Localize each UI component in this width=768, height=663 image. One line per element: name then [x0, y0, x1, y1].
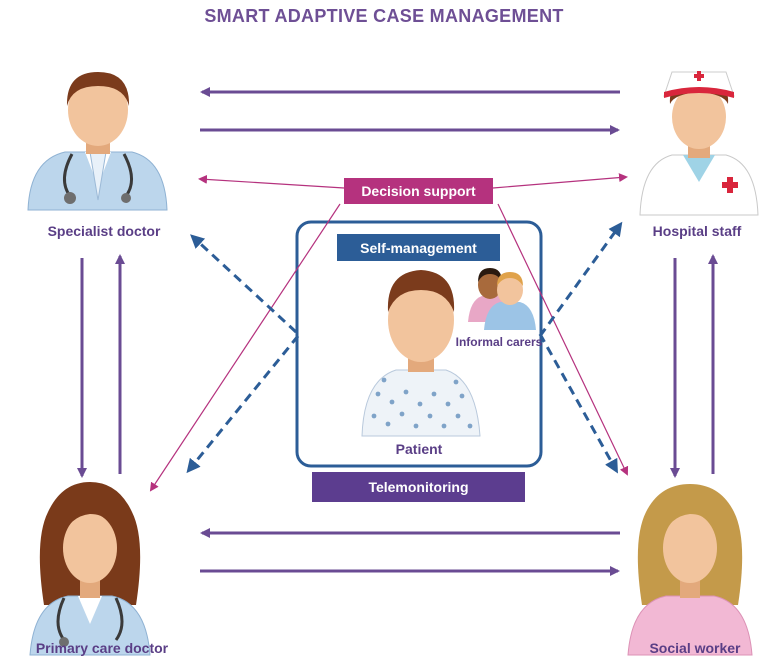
pink-arrow-to-social	[497, 203, 629, 476]
patient-label: Patient	[395, 441, 443, 457]
dashed-arrow-hospital	[538, 221, 623, 337]
label-social-worker: Social worker	[649, 640, 741, 656]
telemonitoring-label: Telemonitoring	[312, 472, 525, 502]
pink-arrow-to-primary	[149, 203, 341, 492]
informal-carers-label: Informal carers	[455, 335, 543, 349]
pink-arrow-to-hospital	[492, 173, 628, 189]
informal-carers-icon	[468, 268, 536, 330]
dashed-arrow-specialist	[190, 234, 298, 334]
decision-support-label: Decision support	[344, 178, 493, 204]
social-worker-icon	[627, 484, 753, 656]
patient-icon	[361, 270, 481, 437]
self-management-label: Self-management	[337, 234, 500, 261]
label-primary-care-doctor: Primary care doctor	[35, 640, 169, 656]
label-hospital-staff: Hospital staff	[652, 223, 742, 239]
dashed-arrow-primary	[186, 335, 300, 474]
dashed-arrow-social	[538, 333, 618, 474]
label-specialist-doctor: Specialist doctor	[47, 223, 161, 239]
page-title: SMART ADAPTIVE CASE MANAGEMENT	[204, 6, 564, 26]
pink-arrow-to-specialist	[198, 174, 345, 189]
hospital-staff-icon	[639, 71, 759, 216]
primary-care-doctor-icon	[29, 482, 151, 656]
specialist-doctor-icon	[27, 72, 168, 211]
